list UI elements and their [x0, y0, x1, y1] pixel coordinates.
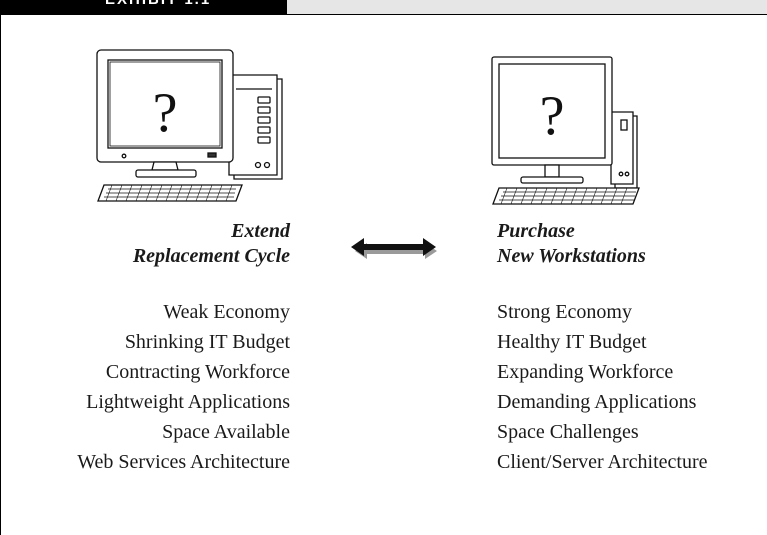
left-factor-item: Web Services Architecture: [77, 451, 290, 473]
left-option-title-line2: Replacement Cycle: [132, 245, 290, 267]
diagram-frame: ? ?: [0, 14, 767, 535]
right-factor-item: Strong Economy: [497, 301, 632, 323]
exhibit-tab: EXHIBIT 1.1: [0, 0, 287, 14]
left-option-title-line1: Extend: [231, 220, 290, 242]
right-factor-list: Strong Economy Healthy IT Budget Expandi…: [497, 297, 707, 477]
right-factor-item: Expanding Workforce: [497, 361, 674, 383]
double-headed-arrow-icon: [351, 238, 437, 259]
left-factor-item: Lightweight Applications: [86, 391, 290, 413]
right-option-title-line1: Purchase: [497, 220, 575, 242]
right-factor-item: Space Challenges: [497, 421, 639, 443]
right-factor-item: Healthy IT Budget: [497, 331, 647, 353]
right-factor-item: Client/Server Architecture: [497, 451, 708, 473]
left-factor-item: Contracting Workforce: [105, 361, 290, 383]
left-option-title: Extend Replacement Cycle: [133, 219, 290, 269]
left-screen-question-mark: ?: [153, 82, 178, 144]
right-factor-item: Demanding Applications: [497, 391, 697, 413]
right-option-title: Purchase New Workstations: [497, 219, 646, 269]
left-factor-list: Weak Economy Shrinking IT Budget Contrac…: [77, 297, 290, 477]
left-factor-item: Space Available: [162, 421, 290, 443]
flat-panel-computer-icon: ?: [491, 56, 640, 205]
left-factor-item: Weak Economy: [163, 301, 290, 323]
right-screen-question-mark: ?: [540, 85, 565, 147]
crt-desktop-computer-icon: ?: [96, 49, 283, 202]
exhibit-label: EXHIBIT 1.1: [105, 0, 211, 8]
left-factor-item: Shrinking IT Budget: [124, 331, 290, 353]
right-option-title-line2: New Workstations: [497, 245, 646, 267]
